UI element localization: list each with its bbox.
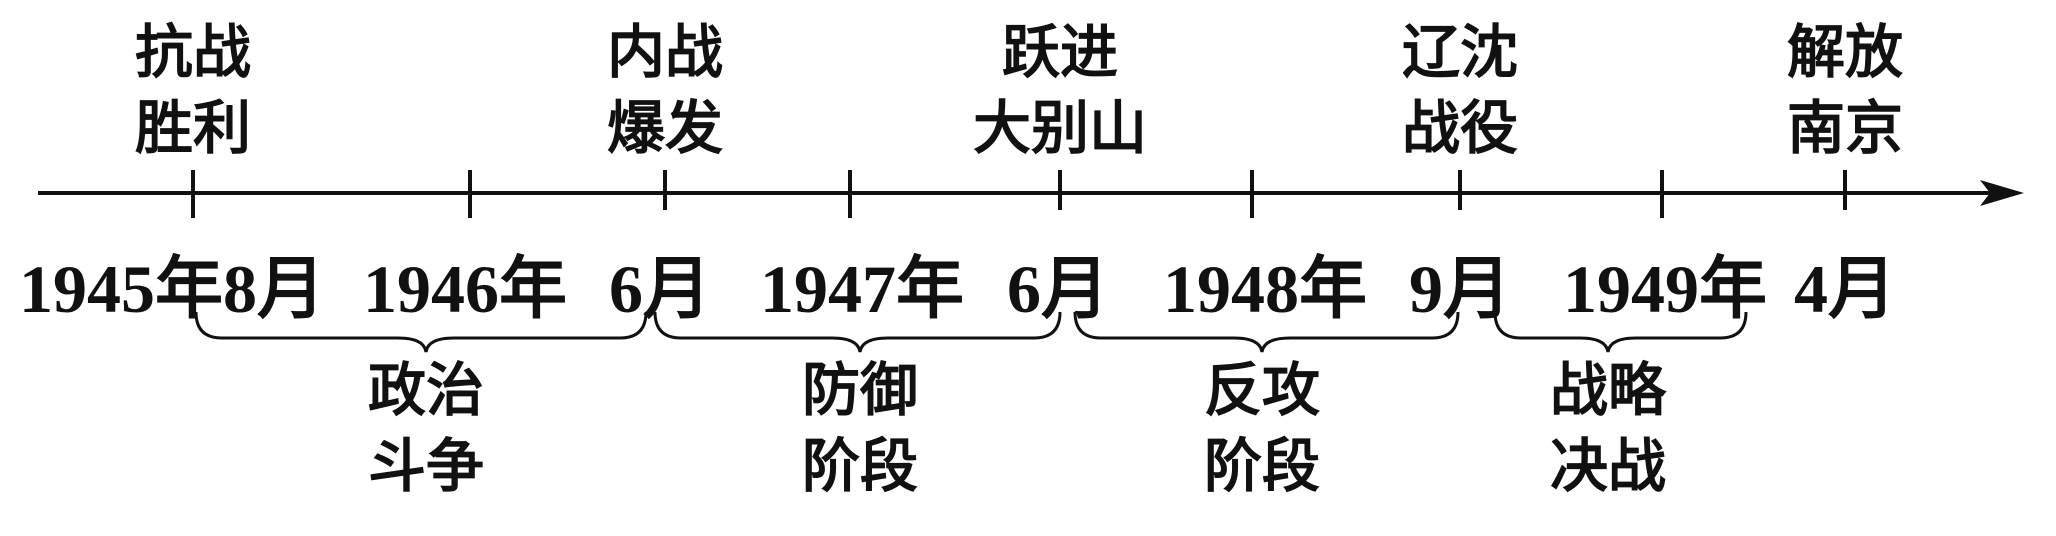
time-label: 1948年: [1163, 251, 1367, 327]
stage-brace: [653, 311, 1062, 353]
stage-brace: [1073, 311, 1460, 353]
stage-label-line1: 反攻: [1204, 356, 1321, 424]
event-label-line1: 抗战: [135, 18, 251, 86]
stage-brace: [1493, 311, 1748, 353]
time-label: 1946年: [363, 251, 567, 327]
event-label-line2: 南京: [1787, 94, 1903, 162]
stage-label-line2: 斗争: [368, 432, 484, 500]
time-label: 4月: [1794, 251, 1896, 327]
event-label-line2: 战役: [1402, 94, 1518, 162]
event-label-line1: 解放: [1787, 18, 1903, 86]
axis-arrowhead: [1980, 180, 2024, 206]
stage-brace: [194, 311, 648, 353]
stage-label-line1: 政治: [368, 356, 484, 424]
stage-label-line2: 阶段: [802, 432, 918, 500]
event-label-line2: 胜利: [135, 94, 251, 162]
time-label: 6月: [609, 251, 711, 327]
event-label-line2: 大别山: [973, 94, 1147, 162]
event-label-line1: 跃进: [1002, 18, 1118, 86]
stage-label-line1: 防御: [802, 356, 918, 424]
stage-label-line2: 阶段: [1204, 432, 1320, 500]
event-label-line1: 辽沈: [1402, 18, 1518, 86]
event-label-line2: 爆发: [607, 94, 723, 162]
time-label: 1945年8月: [19, 251, 325, 327]
stage-label-line2: 决战: [1550, 432, 1666, 500]
time-label: 1949年: [1563, 251, 1767, 327]
time-label: 1947年: [760, 251, 964, 327]
stage-label-line1: 战略: [1550, 356, 1667, 424]
time-label: 6月: [1007, 251, 1109, 327]
event-label-line1: 内战: [607, 18, 723, 86]
